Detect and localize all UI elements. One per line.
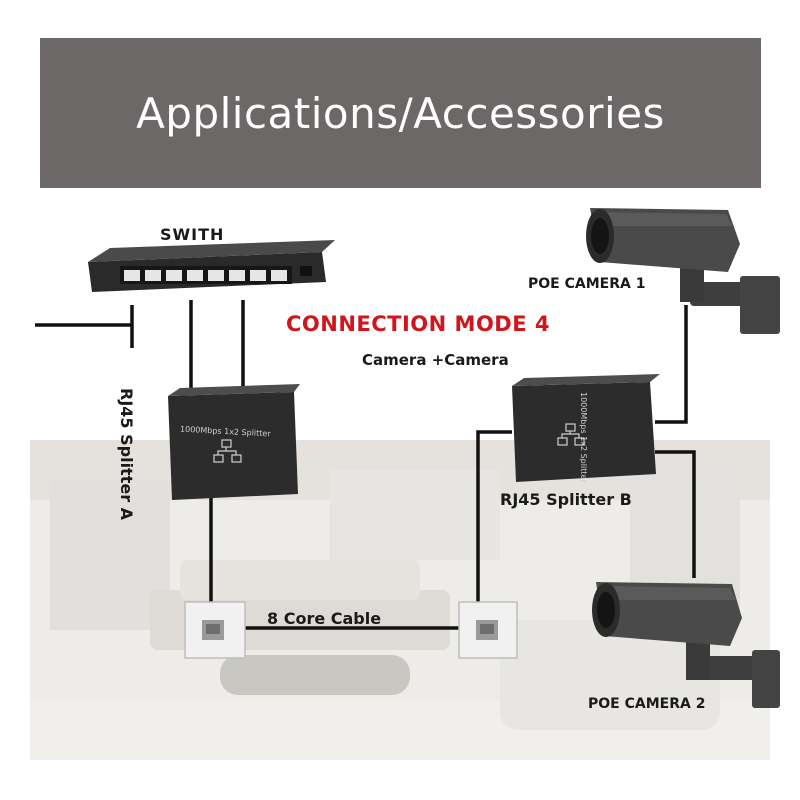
wall-socket-right (458, 601, 518, 659)
camera-2-label: POE CAMERA 2 (588, 696, 706, 712)
splitter-a-icon (168, 384, 300, 500)
socket-to-splitter-b-cable (476, 430, 512, 605)
cable-label: 8 Core Cable (267, 609, 382, 628)
connection-mode-subtitle: Camera +Camera (362, 351, 509, 369)
connection-mode-title: CONNECTION MODE 4 (286, 312, 550, 336)
splitter-b-label: RJ45 Splitter B (500, 490, 632, 509)
splitter-b-to-camera1-cable (655, 305, 688, 424)
camera-1-label: POE CAMERA 1 (528, 276, 646, 292)
splitter-a-label: RJ45 Splitter A (117, 388, 136, 521)
ethernet-switch-icon (88, 240, 335, 292)
cctv-camera-1-icon (586, 208, 780, 334)
switch-label: SWITH (160, 225, 225, 244)
splitter-b-to-camera2-cable (655, 450, 696, 578)
page-title: Applications/Accessories (136, 88, 665, 138)
cctv-camera-2-icon (592, 582, 780, 708)
network-icon (557, 423, 585, 446)
header-banner: Applications/Accessories (40, 38, 761, 188)
wall-socket-left (184, 601, 246, 659)
cables (35, 300, 696, 630)
network-icon (213, 439, 242, 463)
splitter-b-device-text: 1000Mbps 1x2 Splitter (579, 392, 588, 483)
splitter-b-icon (512, 374, 660, 482)
